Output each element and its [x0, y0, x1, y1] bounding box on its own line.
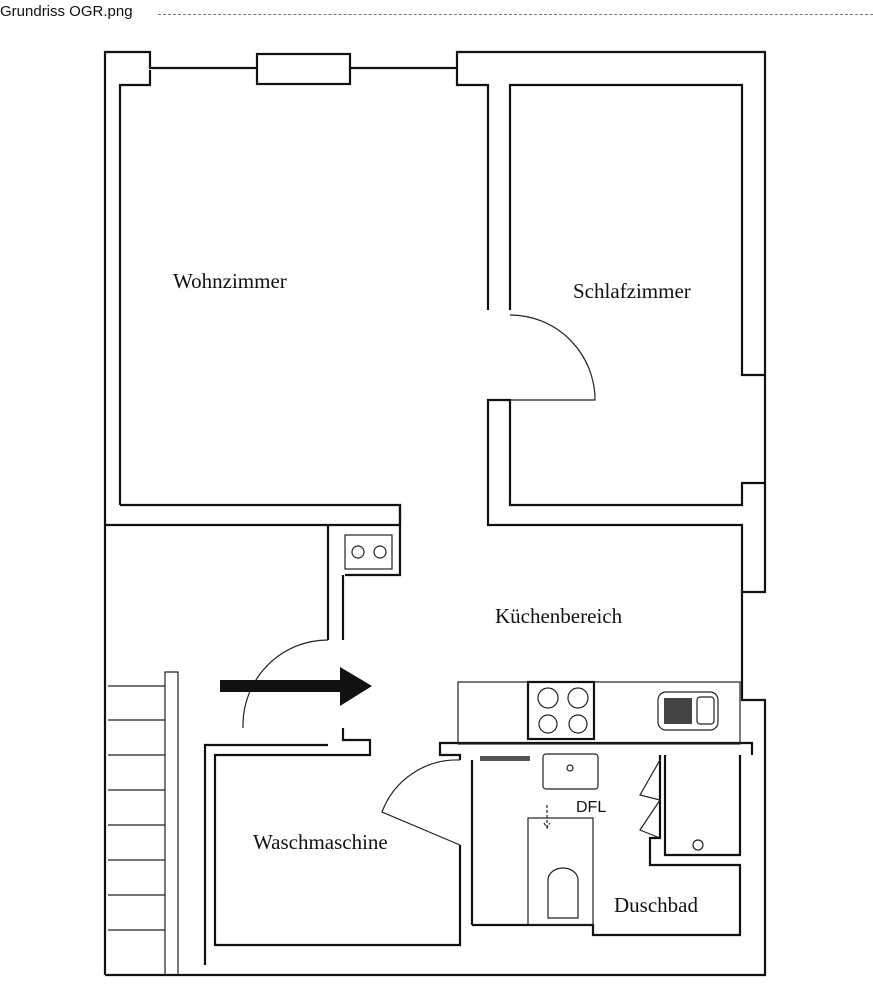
drain-icon — [692, 839, 704, 851]
room-label-waschmaschine: Waschmaschine — [253, 830, 388, 854]
doors — [242, 314, 661, 846]
arrow-small-icon — [543, 805, 551, 830]
entrance-arrow-icon — [220, 667, 372, 706]
hob-icon — [344, 534, 393, 570]
bathroom-fixtures — [480, 753, 704, 926]
inner-walls — [164, 525, 754, 975]
outer-walls — [103, 50, 767, 977]
staircase — [108, 685, 165, 931]
file-title: Grundriss OGR.png — [0, 3, 133, 20]
toilet-icon — [547, 867, 579, 919]
stove-icon — [526, 680, 596, 741]
title-divider — [158, 14, 873, 15]
radiator-icon — [480, 756, 530, 761]
room-label-wohnzimmer: Wohnzimmer — [173, 269, 287, 293]
room-label-schlafzimmer: Schlafzimmer — [573, 279, 691, 303]
room-label-duschbad: Duschbad — [614, 893, 698, 917]
shower-tray — [527, 817, 594, 926]
room-label-kuechenbereich: Küchenbereich — [495, 604, 623, 628]
dfl-label: DFL — [576, 799, 606, 816]
washbasin-icon — [542, 753, 599, 790]
kitchen-counter — [344, 534, 741, 745]
sink-icon — [657, 691, 719, 731]
